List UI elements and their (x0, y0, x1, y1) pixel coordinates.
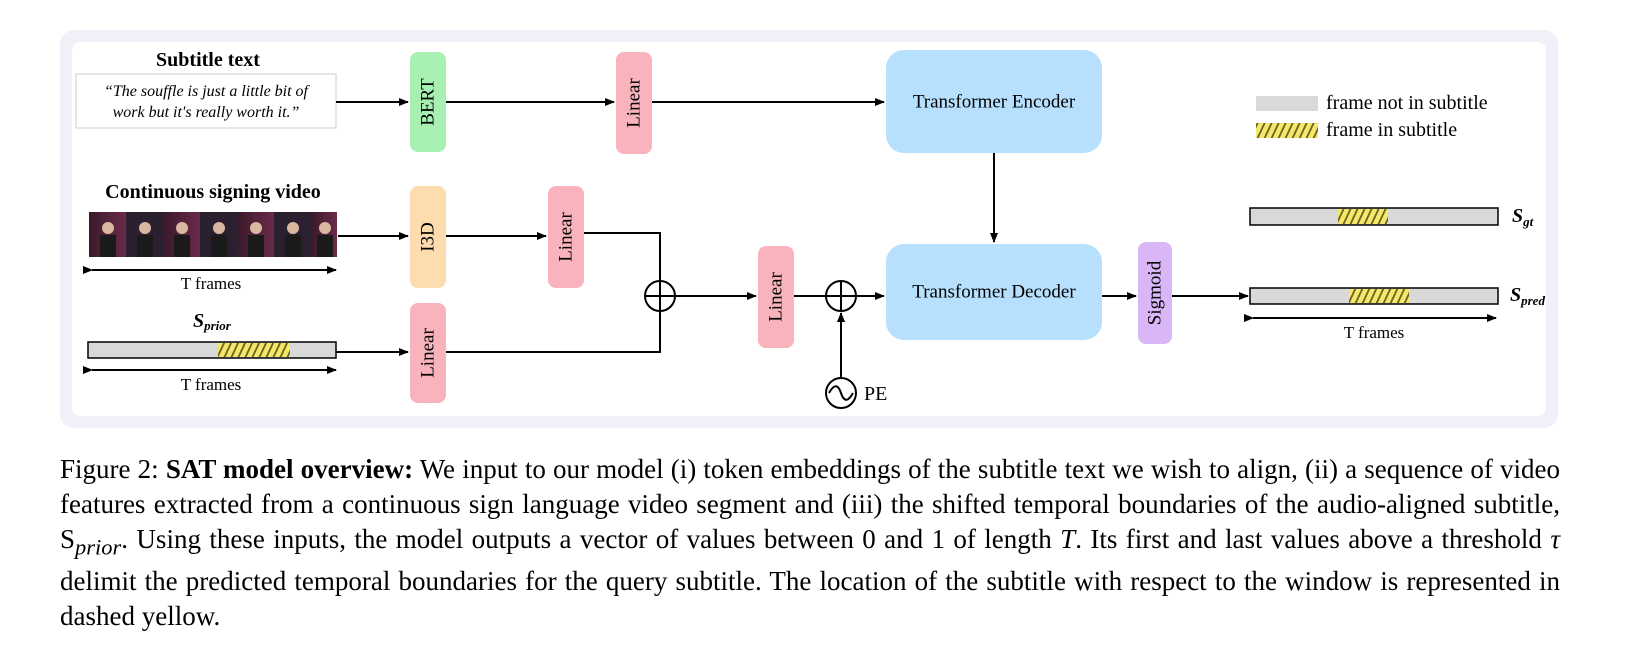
linear-prior-block (410, 303, 446, 403)
pe-label: PE (864, 383, 887, 405)
video-header: Continuous signing video (105, 181, 321, 203)
subtitle-quote-line1: “The souffle is just a little bit of (104, 83, 311, 100)
bert-label: BERT (418, 78, 439, 126)
legend-in-subtitle: frame in subtitle (1326, 119, 1457, 141)
legend-not-in-subtitle: frame not in subtitle (1326, 92, 1488, 114)
caption-title: SAT model overview: (165, 454, 414, 484)
linear-text-label: Linear (624, 78, 645, 128)
subtitle-header: Subtitle text (156, 49, 260, 71)
transformer-encoder-block (886, 50, 1102, 153)
caption-body-4: delimit the predicted temporal boundarie… (60, 566, 1560, 632)
caption-T: T (1060, 524, 1076, 554)
linear-prior-label: Linear (418, 328, 439, 378)
s-pred-hatch (1349, 289, 1409, 303)
pe-wave-icon (825, 377, 857, 409)
s-pred-label: Spred (1510, 284, 1545, 308)
i3d-block (410, 186, 446, 288)
subtitle-quote-line2: work but it's really worth it.” (113, 104, 300, 121)
pred-t-frames-label: T frames (1344, 323, 1405, 342)
linear-text-block (616, 52, 652, 154)
s-prior-bar (87, 341, 337, 359)
subtitle-quote-box (75, 73, 337, 129)
connections (336, 98, 1249, 378)
transformer-encoder-label: Transformer Encoder (913, 92, 1076, 113)
legend-hatch-swatch (1256, 123, 1318, 138)
caption-body-2: . Using these inputs, the model outputs … (121, 524, 1061, 554)
transformer-decoder-block (886, 244, 1102, 340)
i3d-label: I3D (418, 222, 439, 252)
s-prior-label: Sprior (193, 310, 232, 333)
sum-node-features (644, 280, 676, 312)
model-diagram: Subtitle text “The souffle is just a lit… (60, 30, 1558, 428)
bert-block (410, 52, 446, 152)
linear-video-label: Linear (556, 212, 577, 262)
linear-fused-label: Linear (766, 272, 787, 322)
s-gt-label: Sgt (1512, 205, 1534, 229)
caption-body-1: We input to our model (i) token embeddin… (60, 454, 1561, 554)
linear-fused-block (758, 246, 794, 348)
caption-tau: τ (1550, 524, 1560, 554)
s-gt-hatch (1338, 209, 1388, 224)
caption-prior-sub: prior (75, 534, 122, 560)
prior-t-frames-label: T frames (181, 375, 242, 394)
caption-body-3: . Its first and last values above a thre… (1075, 524, 1551, 554)
transformer-decoder-label: Transformer Decoder (912, 282, 1076, 303)
sigmoid-label: Sigmoid (1145, 260, 1166, 325)
sum-node-pe (825, 280, 857, 312)
sigmoid-block (1138, 242, 1172, 344)
s-prior-hatch (218, 343, 290, 357)
video-frames (89, 212, 337, 257)
video-t-frames-label: T frames (181, 274, 242, 293)
caption-label: Figure 2: (60, 454, 159, 484)
linear-video-block (548, 186, 584, 288)
figure-caption: Figure 2: SAT model overview: We input t… (60, 452, 1560, 634)
legend-grey-swatch (1256, 96, 1318, 111)
